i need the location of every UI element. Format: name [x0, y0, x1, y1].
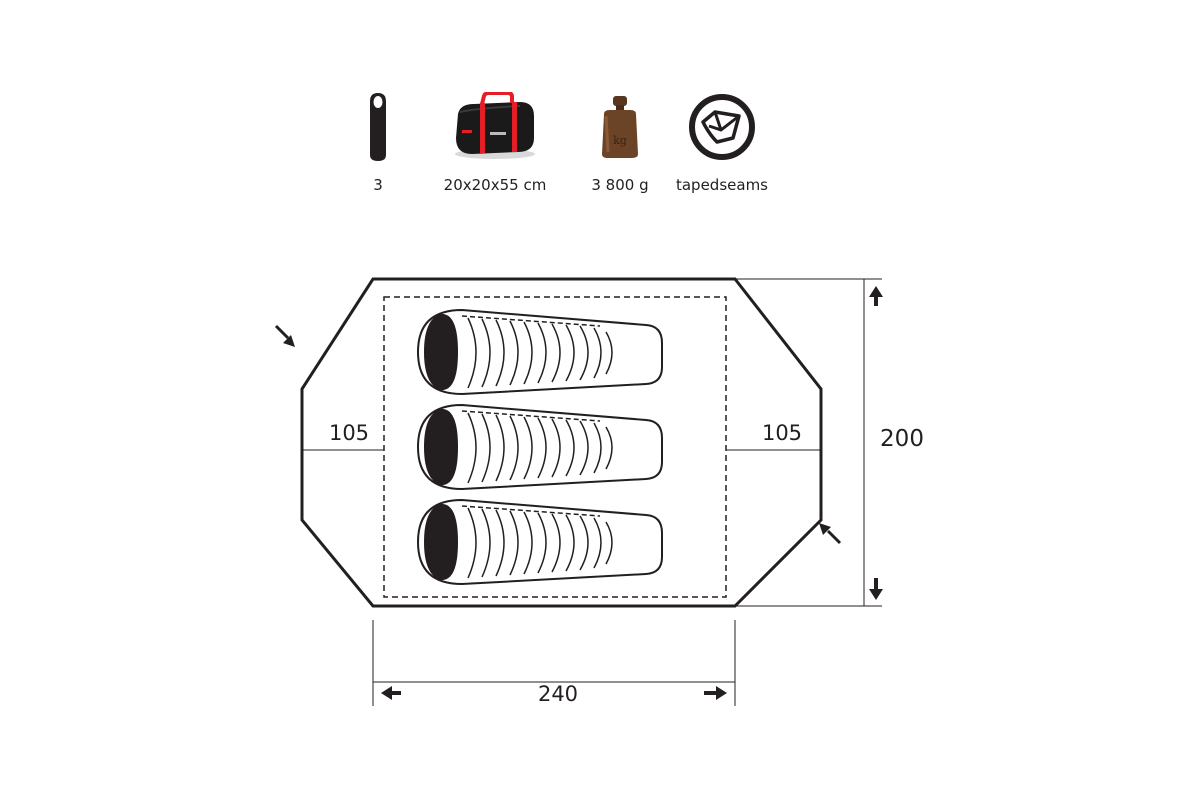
width-label: 240 — [538, 682, 578, 706]
sleeping-bag-2 — [417, 404, 663, 490]
persons-value: 3 — [373, 176, 383, 194]
height-label: 200 — [880, 426, 924, 452]
height-arrow-up-icon — [869, 286, 883, 306]
sleeping-bag-1 — [417, 309, 663, 395]
weight-value: 3 800 g — [591, 176, 649, 194]
spec-persons: 3 — [303, 88, 453, 194]
spec-packed-size: 20x20x55 cm — [420, 88, 570, 194]
carry-bag-icon — [420, 88, 570, 166]
width-arrow-right-icon — [704, 686, 727, 700]
spec-seams: tapedseams — [647, 88, 797, 194]
taped-seams-icon — [647, 88, 797, 166]
inner-tent-outline — [383, 296, 727, 598]
packed-size-value: 20x20x55 cm — [443, 176, 547, 194]
sleeping-bag-icon — [303, 88, 453, 166]
left-vestibule-label: 105 — [329, 421, 369, 445]
height-arrow-down-icon — [869, 578, 883, 600]
spec-weight: kg 3 800 g — [545, 88, 695, 194]
seams-value: tapedseams — [675, 176, 768, 194]
entrance-arrow-right-icon — [819, 523, 842, 545]
width-arrow-left-icon — [381, 686, 401, 700]
entrance-arrow-left-icon — [274, 324, 295, 347]
weight-icon-text: kg — [613, 134, 627, 147]
weight-icon: kg — [545, 88, 695, 166]
sleeping-bag-3 — [417, 499, 663, 585]
right-vestibule-label: 105 — [762, 421, 802, 445]
